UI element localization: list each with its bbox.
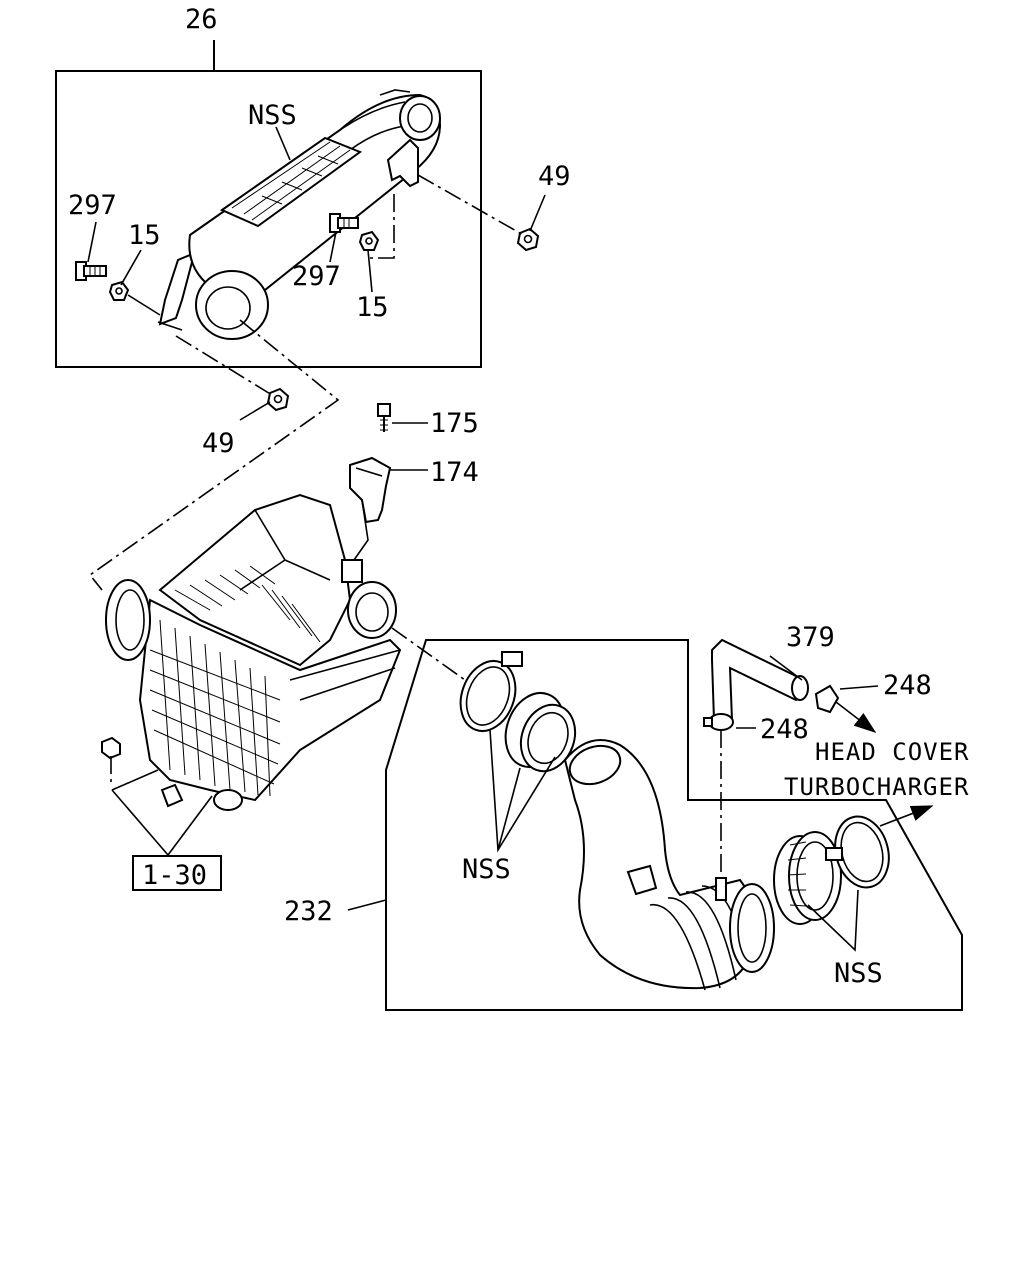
callout-248-mid: 248: [760, 714, 809, 745]
callout-nss-top: NSS: [248, 100, 297, 131]
air-cleaner-box: [105, 493, 402, 811]
nut-49-right: [516, 227, 540, 252]
callout-297-mid: 297: [292, 261, 341, 292]
label-turbocharger: TURBOCHARGER: [784, 773, 969, 801]
callout-379: 379: [786, 622, 835, 653]
callout-nss-bottom: NSS: [834, 958, 883, 989]
bolt-1-30: [101, 736, 121, 785]
clip-248-top: [814, 684, 840, 714]
clamp-nss-mid: [459, 651, 523, 732]
nut-15-left: [108, 280, 130, 301]
callout-248-top: 248: [883, 670, 932, 701]
resonator-duct: [157, 89, 442, 340]
callout-232: 232: [284, 896, 333, 927]
callout-49-left: 49: [202, 428, 235, 459]
intake-hose: [563, 739, 775, 991]
bolt-297-mid: [329, 213, 359, 233]
callout-nss-mid: NSS: [462, 854, 511, 885]
callout-ref-1-30: 1-30: [142, 860, 207, 891]
frame-26: [55, 40, 482, 368]
callout-174: 174: [430, 457, 479, 488]
label-head-cover: HEAD COVER: [815, 738, 970, 766]
bolt-297-left: [75, 261, 107, 281]
frame-232: [347, 639, 963, 1011]
callout-26: 26: [185, 4, 218, 35]
callout-15-mid: 15: [356, 292, 389, 323]
callout-49-right: 49: [538, 161, 571, 192]
nut-15-mid: [358, 230, 380, 251]
sensor-174: [349, 456, 392, 561]
clip-248-mid: [703, 713, 734, 731]
leaders-top: [87, 126, 546, 591]
coupler-nss-mid: [504, 692, 577, 773]
callout-175: 175: [430, 408, 479, 439]
callout-15-left: 15: [128, 220, 161, 251]
leaders-1-30: [111, 769, 222, 891]
hose-379: [711, 638, 809, 721]
clamp-nss-right: [825, 815, 890, 889]
nut-49-left: [266, 387, 290, 412]
callout-297-left: 297: [68, 190, 117, 221]
leaders-lower: [489, 655, 934, 952]
bolt-175: [377, 403, 391, 432]
coupler-nss-right: [773, 831, 842, 925]
